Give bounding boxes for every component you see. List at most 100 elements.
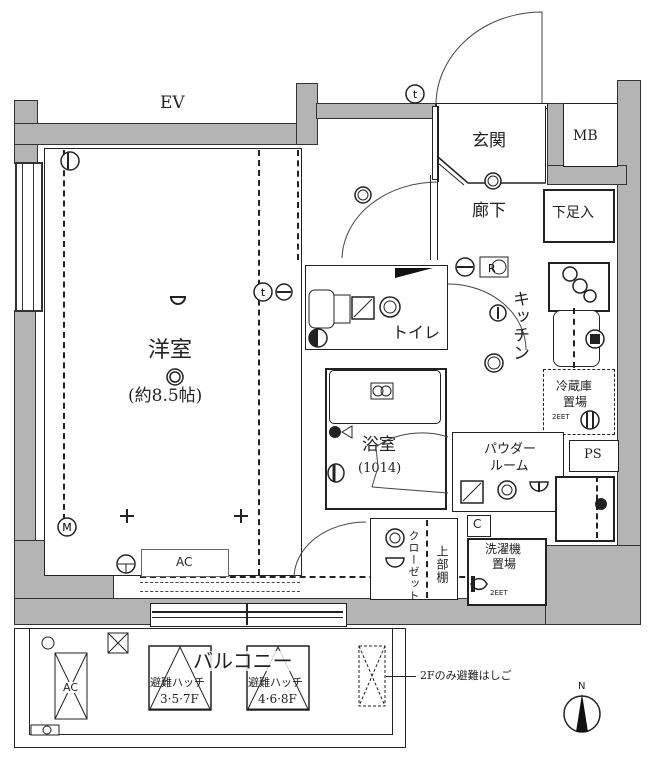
- toilet-fixture-icon: [308, 289, 401, 329]
- closet-lamp-icon: [385, 557, 405, 568]
- ac-indoor-unit: [141, 549, 229, 577]
- kitchen-ceiling-light-icon: [484, 353, 504, 373]
- c-mark-label: C: [473, 517, 482, 531]
- svg-text:t: t: [261, 286, 266, 299]
- drain-circle-icon: [41, 636, 55, 650]
- balcony-door-track: [140, 582, 300, 592]
- balcony-drain-icon: [30, 724, 60, 736]
- closet-dash: [426, 520, 428, 598]
- western-room-label: 洋室: [148, 338, 193, 363]
- faucet-icon: [585, 329, 605, 349]
- hallway-wall-left-lower: [430, 175, 438, 260]
- balcony-door-dash: [140, 576, 545, 578]
- washer-eet-label: 2EET: [490, 589, 508, 597]
- outlet-icon: [116, 554, 136, 574]
- evacuation-ladder-icon[interactable]: [358, 645, 386, 707]
- wall-top-right-stub: [296, 83, 318, 145]
- meter-icon: M: [57, 517, 77, 537]
- powder-room-fixtures-icon: [460, 480, 549, 504]
- fridge-eet-label: 2EET: [552, 413, 570, 421]
- balcony-sash-window[interactable]: [150, 603, 347, 627]
- bathroom-door-icon: [371, 432, 449, 494]
- western-room-dash-left: [63, 150, 65, 520]
- toilet-ventilation-icon: [395, 268, 433, 278]
- bath-drain-icon: [370, 382, 394, 400]
- crosshair-icon: [234, 509, 248, 523]
- washer-label-2: 置場: [492, 557, 517, 571]
- entrance-light-icon: [484, 172, 502, 190]
- ac-indoor-label: AC: [176, 555, 193, 569]
- upper-shelf-label: 上部棚: [435, 545, 449, 584]
- vanity-sink[interactable]: [555, 476, 615, 542]
- fridge-space[interactable]: [543, 369, 615, 435]
- stove-burner-icon: [562, 266, 597, 303]
- fridge-space-label-2: 置場: [563, 395, 588, 409]
- hallway-label: 廊下: [472, 201, 506, 221]
- ladder-leader-line: [386, 676, 416, 677]
- kitchen-outlet-icon: R: [455, 256, 509, 278]
- western-room-dash-right: [258, 150, 260, 575]
- kitchen-label: キッチン: [509, 290, 529, 362]
- outlet-double-circle-icon: [166, 368, 184, 386]
- ladder-note: 2Fのみ避難はしご: [420, 669, 512, 682]
- hatch-a-title: 避難ハッチ: [150, 676, 205, 689]
- front-door-swing-icon: [435, 11, 543, 106]
- crosshair-icon: [120, 509, 134, 523]
- ps-label: PS: [584, 447, 602, 462]
- balcony-inner: [29, 628, 393, 735]
- entrance-label: 玄関: [472, 131, 506, 151]
- balcony-label: バルコニー: [193, 649, 293, 673]
- powder-room-label-2: ルーム: [490, 459, 529, 474]
- toilet-room: [305, 265, 448, 350]
- north-compass-icon: [563, 694, 601, 733]
- entrance-area: [438, 106, 546, 182]
- left-window[interactable]: [15, 162, 43, 312]
- entrance-step-icon: [437, 156, 546, 186]
- hallway-door-swing-icon: [341, 181, 439, 259]
- closet-label: クローゼット: [407, 530, 420, 602]
- svg-text:M: M: [62, 521, 72, 534]
- balcony-sash-divider: [246, 603, 248, 625]
- kitchen-stove[interactable]: [548, 262, 610, 312]
- mb-box: [563, 103, 618, 167]
- wall-top: [14, 123, 316, 145]
- powder-room-label-1: パウダー: [484, 442, 537, 457]
- fridge-space-label-1: 冷蔵庫: [556, 379, 593, 393]
- closet-door-swing-icon: [293, 521, 367, 579]
- intercom-t-icon: t: [405, 84, 425, 104]
- ceiling-light-icon: [169, 296, 187, 305]
- ac-outdoor-label: AC: [63, 681, 79, 694]
- hatch-b-title: 避難ハッチ: [248, 676, 303, 689]
- hatch-b-floors: 4·6·8F: [258, 692, 297, 706]
- bathtub[interactable]: [329, 370, 441, 424]
- kitchen-light-icon: [489, 304, 507, 322]
- shoe-box-label: 下足入: [552, 205, 594, 221]
- vanity-faucet-icon: [595, 498, 607, 510]
- wall-entrance-left: [316, 103, 436, 119]
- mb-label: MB: [573, 128, 598, 144]
- hallway-light-icon: [354, 186, 372, 204]
- toilet-label: トイレ: [392, 323, 441, 342]
- wall-mb-bottom: [547, 165, 627, 185]
- hallway-wall-left: [432, 106, 438, 180]
- tv-outlet-icon: t: [253, 282, 293, 302]
- svg-text:t: t: [413, 88, 418, 101]
- compass-north-label: N: [578, 681, 586, 692]
- bathroom-light-icon: [327, 463, 345, 483]
- left-window-pane: [22, 164, 34, 310]
- closet[interactable]: [370, 518, 458, 600]
- corridor-dash: [297, 150, 299, 260]
- toilet-outlet-icon: [308, 328, 328, 348]
- shower-icon: [329, 425, 353, 439]
- hatch-a-floors: 3·5·7F: [160, 692, 199, 706]
- wall-bottom-right: [545, 545, 641, 625]
- ev-label: EV: [160, 93, 185, 113]
- shoe-box[interactable]: [543, 189, 615, 243]
- western-room-size: (約8.5帖): [128, 386, 203, 406]
- wall-right-outer: [617, 80, 641, 625]
- toilet-door-swing-icon: [447, 283, 527, 351]
- c-mark-box: [467, 515, 491, 537]
- washer-space[interactable]: [467, 538, 547, 606]
- fridge-outlet-icon: [580, 410, 600, 430]
- bathroom-size: (1014): [358, 461, 402, 476]
